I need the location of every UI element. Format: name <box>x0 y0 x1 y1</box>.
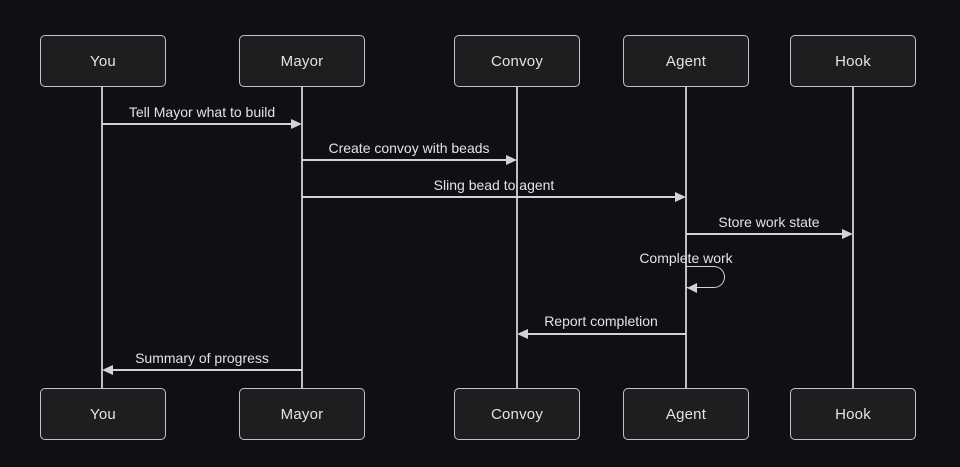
actor-box-you-top: You <box>40 35 166 87</box>
actor-box-mayor-top: Mayor <box>239 35 365 87</box>
message-line <box>302 159 507 161</box>
arrowhead-left-icon <box>102 365 113 375</box>
message-line <box>102 123 292 125</box>
actor-label-hook-bottom: Hook <box>835 405 871 423</box>
actor-label-mayor: Mayor <box>280 52 324 70</box>
arrowhead-right-icon <box>506 155 517 165</box>
actor-label-agent-bottom: Agent <box>665 405 707 423</box>
message-label-create-convoy: Create convoy with beads <box>328 140 490 156</box>
self-loop-curve <box>686 266 725 288</box>
actor-label-convoy-bottom: Convoy <box>490 405 544 423</box>
lifeline-agent <box>685 87 687 388</box>
message-line <box>113 369 302 371</box>
actor-box-convoy-top: Convoy <box>454 35 580 87</box>
lifeline-convoy <box>516 87 518 388</box>
actor-box-agent-top: Agent <box>623 35 749 87</box>
arrowhead-right-icon <box>291 119 302 129</box>
message-label-report-completion: Report completion <box>544 313 658 329</box>
actor-box-hook-bottom: Hook <box>790 388 916 440</box>
arrowhead-right-icon <box>842 229 853 239</box>
actor-box-hook-top: Hook <box>790 35 916 87</box>
message-label-store-work: Store work state <box>718 214 820 230</box>
message-line <box>302 196 676 198</box>
actor-label-you: You <box>90 52 116 70</box>
arrowhead-left-icon <box>517 329 528 339</box>
message-line <box>528 333 686 335</box>
actor-label-you-bottom: You <box>90 405 116 423</box>
actor-box-agent-bottom: Agent <box>623 388 749 440</box>
actor-label-agent: Agent <box>665 52 707 70</box>
actor-box-mayor-bottom: Mayor <box>239 388 365 440</box>
lifeline-you <box>101 87 103 388</box>
lifeline-mayor <box>301 87 303 388</box>
actor-box-you-bottom: You <box>40 388 166 440</box>
message-label-sling-bead: Sling bead to agent <box>433 177 555 193</box>
arrowhead-right-icon <box>675 192 686 202</box>
message-label-complete-work: Complete work <box>639 250 733 266</box>
actor-label-convoy: Convoy <box>490 52 544 70</box>
message-line <box>686 233 843 235</box>
actor-label-mayor-bottom: Mayor <box>280 405 324 423</box>
actor-box-convoy-bottom: Convoy <box>454 388 580 440</box>
actor-label-hook: Hook <box>835 52 871 70</box>
message-label-tell-mayor: Tell Mayor what to build <box>128 104 276 120</box>
arrowhead-left-icon <box>687 283 697 293</box>
message-label-summary-progress: Summary of progress <box>135 350 269 366</box>
